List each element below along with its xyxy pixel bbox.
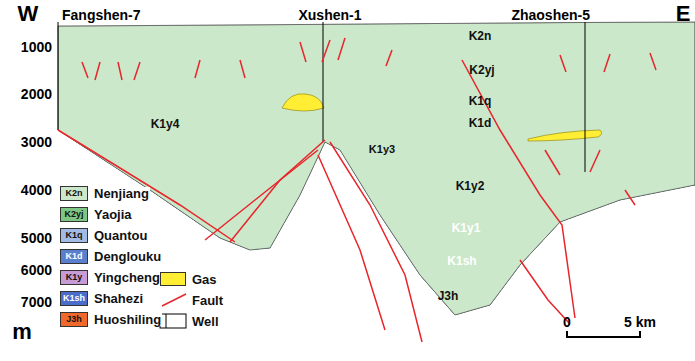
fault-line [240,60,245,78]
scale-line [567,336,640,338]
swatch-code: K2n [65,189,82,198]
fault-line [560,55,566,72]
unit-label: m [12,321,32,343]
legend-text: Quantou [93,229,148,242]
swatch-code: J3h [66,315,82,324]
legend-text: Shahezi [93,292,144,305]
depth-label: 5000 [21,231,52,245]
formation-code: K1y2 [456,180,485,192]
fault-line [545,150,560,175]
well-line [585,22,586,172]
formation-code: J3h [438,290,459,302]
fault-line [590,150,600,172]
formation-code: K1sh [447,255,476,267]
legend-text: Fault [191,294,224,307]
fault-legend-sample [162,294,186,306]
fault-line [118,62,122,80]
fault-line [318,155,385,330]
fault-line [604,54,610,72]
direction-label: E [676,3,691,25]
swatch-code: K1q [65,231,82,240]
legend-swatch [160,272,186,286]
well-line [323,22,324,142]
formation-code: K2yj [469,64,494,76]
well-line [58,22,59,130]
legend-text: Huoshiling [93,313,162,326]
fault-line [625,190,635,205]
depth-label: 2000 [21,87,52,101]
legend-text: Yaojia [93,208,133,221]
fault-line [330,142,422,342]
legend-text: Yingcheng [93,271,161,284]
formation-code: K1d [469,117,492,129]
wells [58,22,585,172]
gas-pool [282,94,324,111]
legend-text: Well [191,315,220,328]
faults [58,38,656,342]
fault-line [322,40,330,62]
formation-code: K1y4 [151,118,180,130]
well-legend-sample [160,314,186,328]
formation-code: K1y1 [452,222,481,234]
fault-line [95,62,100,80]
depth-label: 3000 [21,135,52,149]
gas-pool [528,130,602,141]
fault-line [195,60,200,78]
direction-label: W [18,3,39,25]
gas-pools [282,94,602,141]
well-legend-line [166,314,167,328]
legend-symbols [160,294,186,328]
fault-line [300,42,306,62]
swatch-code: K2yj [64,210,83,219]
swatch-code: K1sh [63,294,85,303]
depth-label: 4000 [21,183,52,197]
fault-line [82,62,88,78]
fault-line [650,53,656,70]
scale-label: 5 km [624,315,656,329]
section-outline [58,22,695,315]
well-name: Xushen-1 [298,8,361,22]
fault-line [58,130,235,242]
swatch-code: K1d [65,252,82,261]
depth-label: 7000 [21,295,52,309]
scale-bar [567,331,640,338]
legend-text: Gas [191,273,218,286]
fault-line [386,50,392,66]
fault-line [338,38,345,60]
well-name: Fangshen-7 [62,8,141,22]
well-name: Zhaoshen-5 [511,8,590,22]
scale-tick [639,331,641,338]
formation-code: K1q [469,95,492,107]
depth-label: 6000 [21,263,52,277]
scale-tick [566,331,568,338]
scale-label: 0 [563,315,571,329]
fault-line [205,150,318,240]
stratum-band [58,22,695,361]
fault-line [520,260,570,324]
fault-line [134,62,140,80]
strata [58,22,695,361]
legend-text: Nenjiang [93,187,150,200]
depth-label: 1000 [21,40,52,54]
formation-code: K2n [469,30,492,42]
formation-code: K1y3 [369,144,395,155]
swatch-code: K1y [66,273,83,282]
legend-text: Denglouku [93,250,162,263]
